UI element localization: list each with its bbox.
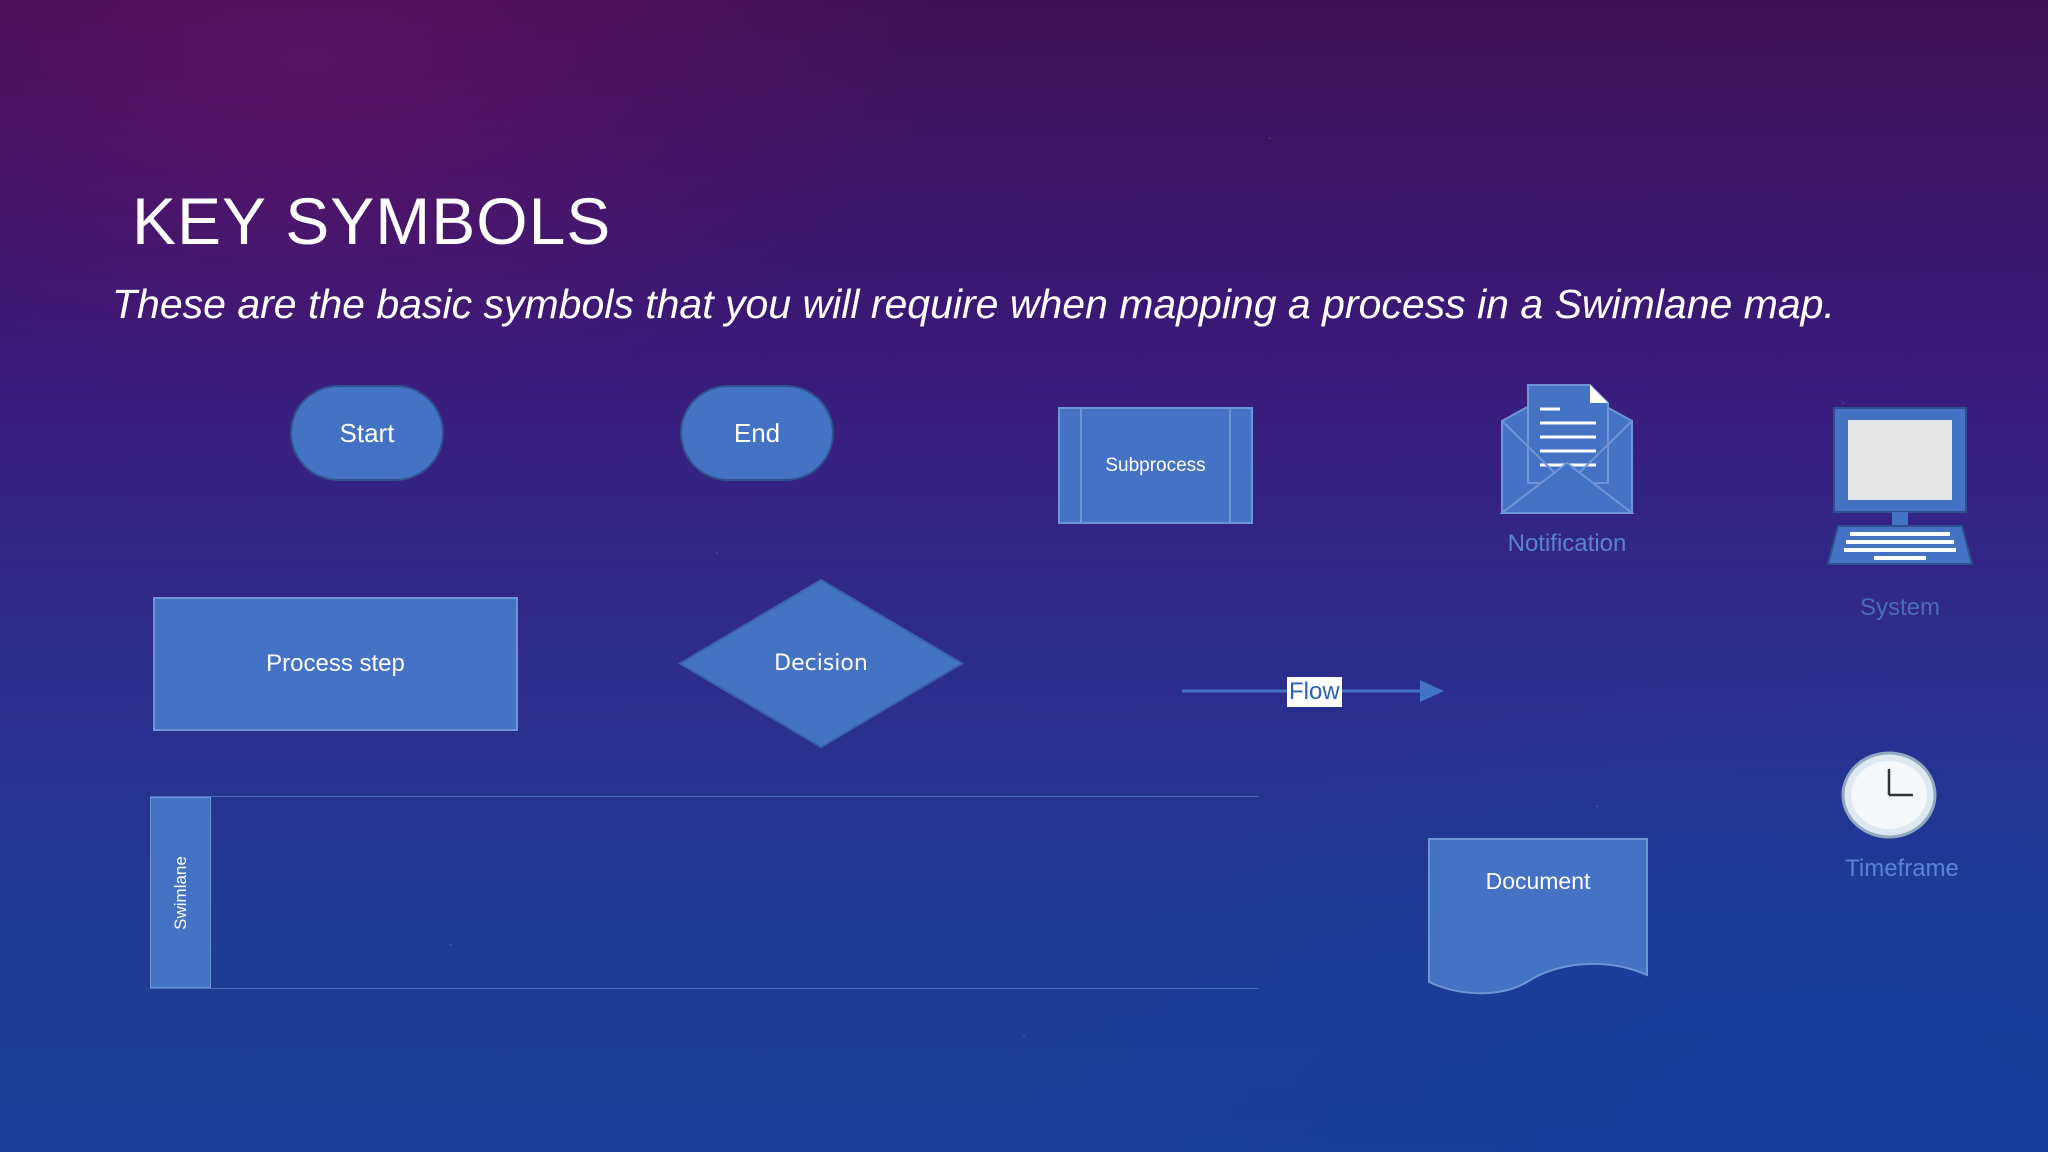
timeframe-label: Timeframe [1845,855,1959,882]
swimlane-header[interactable]: Swimlane [150,797,211,988]
decision-diamond-shape[interactable] [678,578,964,749]
notification-label: Notification [1507,530,1627,557]
start-terminal-shape[interactable]: Start [290,385,444,481]
end-terminal-shape[interactable]: End [680,385,834,481]
start-label: Start [339,417,395,448]
subprocess-label: Subprocess [1105,454,1206,476]
process-step-shape[interactable]: Process step [153,597,518,731]
process-step-label: Process step [266,650,405,677]
swimlane-bottom-line [150,988,1258,989]
slide-subtitle: These are the basic symbols that you wil… [112,281,1835,327]
flow-label: Flow [1287,677,1342,707]
subprocess-left-bar [1080,409,1082,522]
laptop-computer-icon [1826,407,1974,565]
end-label: End [733,417,781,448]
document-shape[interactable] [1427,837,1649,997]
clock-icon [1841,751,1937,839]
subprocess-right-bar [1229,409,1231,522]
subprocess-shape[interactable]: Subprocess [1058,407,1253,524]
document-label: Document [1485,868,1591,894]
swimlane-label: Swimlane [170,855,190,930]
slide-title: KEY SYMBOLS [132,184,612,258]
decision-label: Decision [774,651,868,676]
swimlane-top-line [150,796,1258,797]
envelope-document-icon [1500,383,1634,514]
system-label: System [1859,594,1940,621]
